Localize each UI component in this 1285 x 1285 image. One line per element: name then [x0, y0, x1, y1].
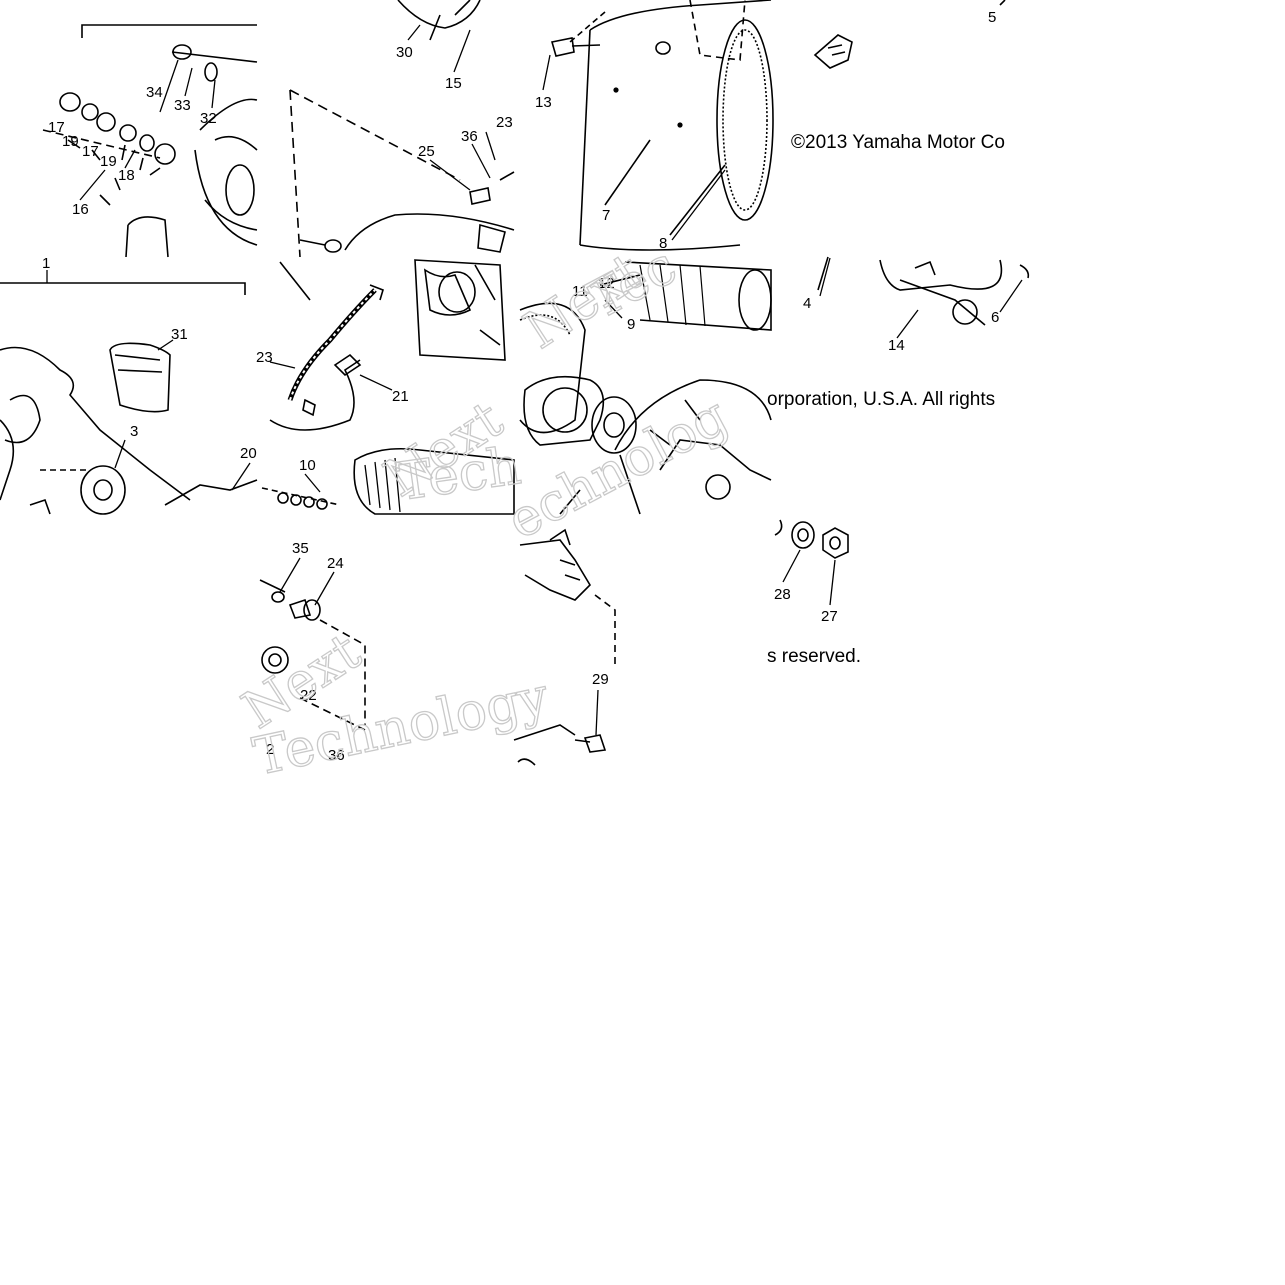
tile-bearing-holder: [0, 282, 258, 515]
callout-6: 6: [991, 309, 999, 326]
callout-11: 11: [572, 283, 588, 300]
callout-16: 16: [72, 201, 89, 218]
callout-9: 9: [627, 316, 635, 333]
callout-17b: 17: [82, 143, 99, 160]
tile-mounting-bracket: [817, 256, 1030, 326]
callout-30: 30: [396, 44, 413, 61]
tile-yoke-housing: [550, 0, 774, 251]
leader-lines: [46, 24, 1023, 736]
callout-5: 5: [988, 9, 996, 26]
tile-brush-cover: [289, 0, 515, 258]
callout-20: 20: [240, 445, 257, 462]
tile-yoke-end-bracket: [519, 261, 772, 515]
copyright-line-1: ©2013 Yamaha Motor Co: [791, 132, 1005, 153]
callout-17a: 17: [48, 119, 65, 136]
callout-25: 25: [418, 143, 435, 160]
callout-12: 12: [598, 275, 615, 292]
callout-22: 22: [300, 687, 317, 704]
tile-washers-nut: [774, 519, 849, 559]
callout-1: 1: [42, 255, 50, 272]
tile-shaft: [513, 528, 616, 766]
watermark-text: echnolog: [498, 386, 738, 551]
callout-3: 3: [130, 423, 138, 440]
watermark: Next Technology Next Tech Next Tec echno…: [232, 235, 738, 788]
callout-24: 24: [327, 555, 344, 572]
callout-8: 8: [659, 235, 667, 252]
copyright-line-3: s reserved.: [767, 646, 861, 667]
callout-7: 7: [602, 207, 610, 224]
copyright-line-2: orporation, U.S.A. All rights: [767, 389, 995, 410]
callout-2: 2: [266, 741, 274, 758]
callout-15: 15: [445, 75, 462, 92]
callout-29: 29: [592, 671, 609, 688]
callout-33: 33: [174, 97, 191, 114]
callout-32: 32: [200, 110, 217, 127]
callout-labels: 1 2 3 4 5 6 7 8 9 10 11 12 13 14 15 16 1…: [42, 9, 999, 764]
callout-19b: 19: [100, 153, 117, 170]
tile-end-cover: [42, 24, 258, 258]
callout-34: 34: [146, 84, 163, 101]
callout-36b: 36: [328, 747, 345, 764]
tile-brush-holder-armature: [261, 239, 515, 515]
callout-23a: 23: [496, 114, 513, 131]
callout-23b: 23: [256, 349, 273, 366]
callout-31: 31: [171, 326, 188, 343]
callout-18: 18: [118, 167, 135, 184]
callout-28: 28: [774, 586, 791, 603]
tile-copyright-top: [813, 0, 1006, 69]
copyright-notice: ©2013 Yamaha Motor Co orporation, U.S.A.…: [767, 132, 1005, 667]
callout-13: 13: [535, 94, 552, 111]
callout-36a: 36: [461, 128, 478, 145]
callout-21: 21: [392, 388, 409, 405]
callout-35: 35: [292, 540, 309, 557]
callout-4: 4: [803, 295, 811, 312]
callout-10: 10: [299, 457, 316, 474]
callout-14: 14: [888, 337, 905, 354]
callout-27: 27: [821, 608, 838, 625]
callout-19a: 19: [62, 133, 79, 150]
